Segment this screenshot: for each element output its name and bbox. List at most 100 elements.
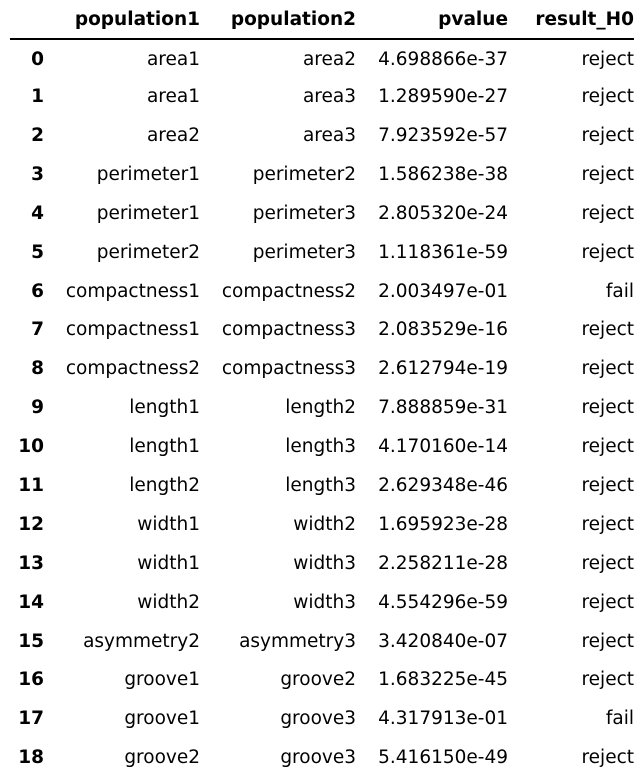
cell-result-h0: reject	[581, 552, 634, 574]
cell-result-h0: reject	[581, 669, 634, 691]
header-population1: population1	[44, 0, 200, 40]
row-index: 8	[31, 358, 44, 380]
cell-population2: asymmetry3	[239, 630, 356, 652]
row-index: 3	[31, 163, 44, 185]
cell-result-h0: reject	[581, 436, 634, 458]
cell-population1: perimeter2	[96, 241, 200, 263]
row-index: 17	[18, 708, 44, 730]
cell-pvalue: 1.289590e-27	[378, 86, 508, 108]
cell-population1: perimeter1	[96, 163, 200, 185]
cell-pvalue: 1.695923e-28	[378, 513, 508, 535]
cell-result-h0: reject	[581, 747, 634, 769]
cell-result-h0: reject	[581, 630, 634, 652]
cell-result-h0: reject	[581, 513, 634, 535]
cell-population2: length3	[285, 474, 356, 496]
cell-population1: compactness1	[65, 280, 200, 302]
cell-result-h0: reject	[581, 124, 634, 146]
cell-result-h0: reject	[581, 591, 634, 613]
row-index: 5	[31, 241, 44, 263]
cell-population1: compactness2	[65, 358, 200, 380]
cell-population2: groove3	[280, 747, 356, 769]
row-index: 6	[31, 280, 44, 302]
row-index: 10	[18, 436, 44, 458]
cell-pvalue: 1.118361e-59	[378, 241, 508, 263]
cell-population1: length1	[129, 397, 200, 419]
cell-population1: groove1	[124, 669, 200, 691]
cell-result-h0: reject	[581, 48, 634, 70]
cell-population2: perimeter3	[252, 241, 356, 263]
cell-pvalue: 4.698866e-37	[378, 48, 508, 70]
results-table: population1 population2 pvalue result_H0…	[10, 0, 634, 778]
cell-result-h0: reject	[581, 319, 634, 341]
cell-pvalue: 2.629348e-46	[378, 474, 508, 496]
cell-result-h0: fail	[605, 708, 634, 730]
cell-pvalue: 2.258211e-28	[378, 552, 508, 574]
header-row: population1 population2 pvalue result_H0	[10, 0, 634, 40]
row-index: 15	[18, 630, 44, 652]
row-index: 9	[31, 397, 44, 419]
cell-result-h0: reject	[581, 163, 634, 185]
cell-result-h0: fail	[605, 280, 634, 302]
cell-population1: length1	[129, 436, 200, 458]
cell-pvalue: 2.612794e-19	[378, 358, 508, 380]
cell-population1: asymmetry2	[83, 630, 200, 652]
table-row: 5 perimeter2 perimeter3 1.118361e-59 reject	[10, 233, 634, 272]
row-index: 18	[18, 747, 44, 769]
row-index: 0	[31, 48, 44, 70]
row-index: 2	[31, 124, 44, 146]
row-index: 12	[18, 513, 44, 535]
header-result-h0: result_H0	[508, 0, 634, 40]
cell-result-h0: reject	[581, 202, 634, 224]
cell-pvalue: 7.923592e-57	[378, 124, 508, 146]
cell-population2: compactness3	[221, 358, 356, 380]
table-row: 18 groove2 groove3 5.416150e-49 reject	[10, 739, 634, 778]
header-pvalue: pvalue	[356, 0, 508, 40]
cell-population1: area2	[146, 124, 200, 146]
cell-result-h0: reject	[581, 397, 634, 419]
cell-pvalue: 5.416150e-49	[378, 747, 508, 769]
cell-population1: groove1	[124, 708, 200, 730]
cell-population2: length3	[285, 436, 356, 458]
cell-population2: compactness2	[221, 280, 356, 302]
cell-population1: width1	[137, 552, 200, 574]
row-index: 14	[18, 591, 44, 613]
table-row: 15 asymmetry2 asymmetry3 3.420840e-07 reject	[10, 622, 634, 661]
row-index: 11	[18, 474, 44, 496]
table-row: 4 perimeter1 perimeter3 2.805320e-24 reject	[10, 195, 634, 234]
cell-population2: perimeter3	[252, 202, 356, 224]
cell-pvalue: 1.586238e-38	[378, 163, 508, 185]
header-index	[10, 0, 44, 40]
cell-pvalue: 3.420840e-07	[378, 630, 508, 652]
cell-pvalue: 2.805320e-24	[378, 202, 508, 224]
cell-population2: width3	[293, 552, 356, 574]
cell-population1: perimeter1	[96, 202, 200, 224]
cell-population1: compactness1	[65, 319, 200, 341]
cell-pvalue: 7.888859e-31	[378, 397, 508, 419]
cell-population1: width1	[137, 513, 200, 535]
cell-population1: area1	[146, 48, 200, 70]
cell-population1: area1	[146, 86, 200, 108]
row-index: 7	[31, 319, 44, 341]
cell-population1: width2	[137, 591, 200, 613]
cell-population2: area2	[302, 48, 356, 70]
row-index: 4	[31, 202, 44, 224]
cell-population2: area3	[302, 86, 356, 108]
cell-population1: groove2	[124, 747, 200, 769]
table-header: population1 population2 pvalue result_H0	[10, 0, 634, 40]
cell-result-h0: reject	[581, 241, 634, 263]
row-index: 1	[31, 86, 44, 108]
cell-result-h0: reject	[581, 474, 634, 496]
